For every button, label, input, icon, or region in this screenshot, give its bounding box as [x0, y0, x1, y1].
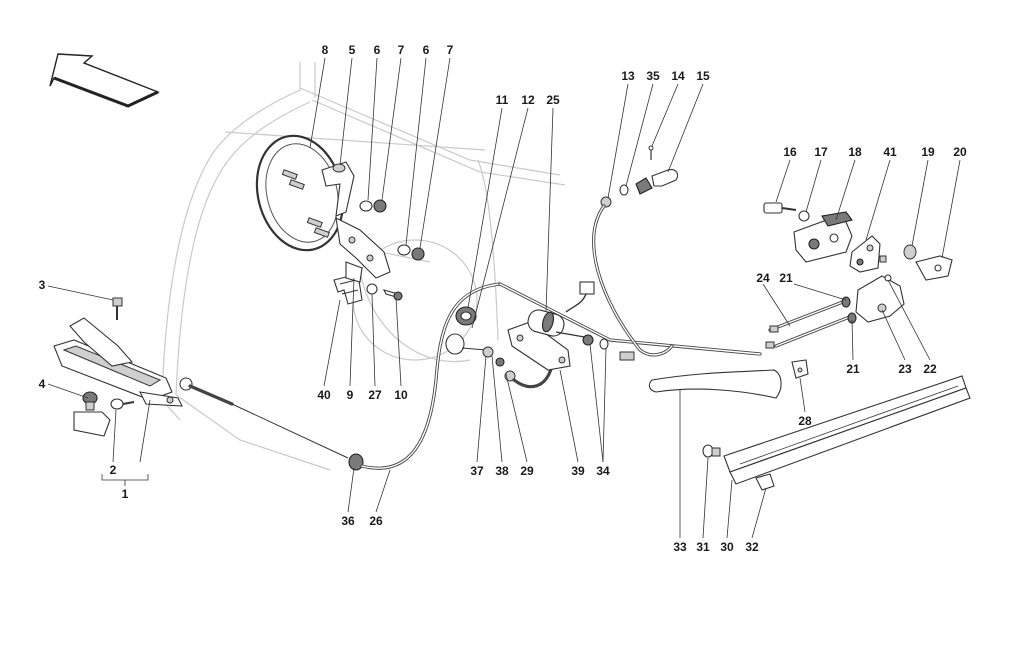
label-37: 37: [470, 464, 484, 478]
part-number-labels: 8 5 6 7 6 7 11 12 25 13 35 14 15 16 17 1…: [39, 43, 967, 554]
grommet-11-12: [445, 306, 554, 389]
label-11: 11: [496, 93, 509, 107]
label-35: 35: [646, 69, 660, 83]
leader-lines: [47, 57, 961, 539]
cable-13: [592, 145, 679, 357]
label-22: 22: [923, 362, 937, 376]
label-33: 33: [673, 540, 687, 554]
label-16: 16: [783, 145, 797, 159]
label-36: 36: [341, 514, 355, 528]
screw-3: [112, 297, 123, 320]
bracket-40: [333, 261, 403, 305]
label-25: 25: [546, 93, 560, 107]
label-26: 26: [369, 514, 383, 528]
nuts-washers: [359, 199, 425, 261]
label-40: 40: [317, 388, 331, 402]
label-19: 19: [921, 145, 935, 159]
label-23: 23: [898, 362, 912, 376]
label-14: 14: [671, 69, 685, 83]
label-38: 38: [495, 464, 509, 478]
label-27: 27: [368, 388, 382, 402]
label-20: 20: [953, 145, 967, 159]
release-lever: [53, 317, 183, 437]
label-6: 6: [374, 43, 381, 57]
direction-arrow-icon: [49, 53, 160, 108]
label-1: 1: [122, 487, 129, 501]
label-21-second: 21: [846, 362, 860, 376]
label-18: 18: [848, 145, 862, 159]
cable-26: [179, 282, 762, 471]
rail-30: [702, 375, 971, 491]
label-4: 4: [39, 377, 46, 391]
label-7: 7: [398, 43, 405, 57]
seal-33: [648, 369, 782, 399]
label-34: 34: [596, 464, 610, 478]
label-39: 39: [571, 464, 585, 478]
label-12: 12: [521, 93, 535, 107]
label-28: 28: [798, 414, 812, 428]
label-17: 17: [814, 145, 828, 159]
fuel-door-hinge: [321, 161, 391, 279]
label-3: 3: [39, 278, 46, 292]
label-13: 13: [621, 69, 635, 83]
label-7-second: 7: [447, 43, 454, 57]
label-15: 15: [696, 69, 710, 83]
label-30: 30: [720, 540, 734, 554]
label-5: 5: [349, 43, 356, 57]
latch-assembly: [763, 202, 953, 281]
label-29: 29: [520, 464, 534, 478]
label-9: 9: [347, 388, 354, 402]
label-6-second: 6: [423, 43, 430, 57]
label-41: 41: [883, 145, 897, 159]
label-2: 2: [110, 463, 117, 477]
label-31: 31: [696, 540, 710, 554]
label-32: 32: [745, 540, 759, 554]
label-24: 24: [756, 271, 770, 285]
label-10: 10: [394, 388, 408, 402]
label-8: 8: [322, 43, 329, 57]
label-21: 21: [779, 271, 793, 285]
actuator-25: [507, 281, 635, 371]
